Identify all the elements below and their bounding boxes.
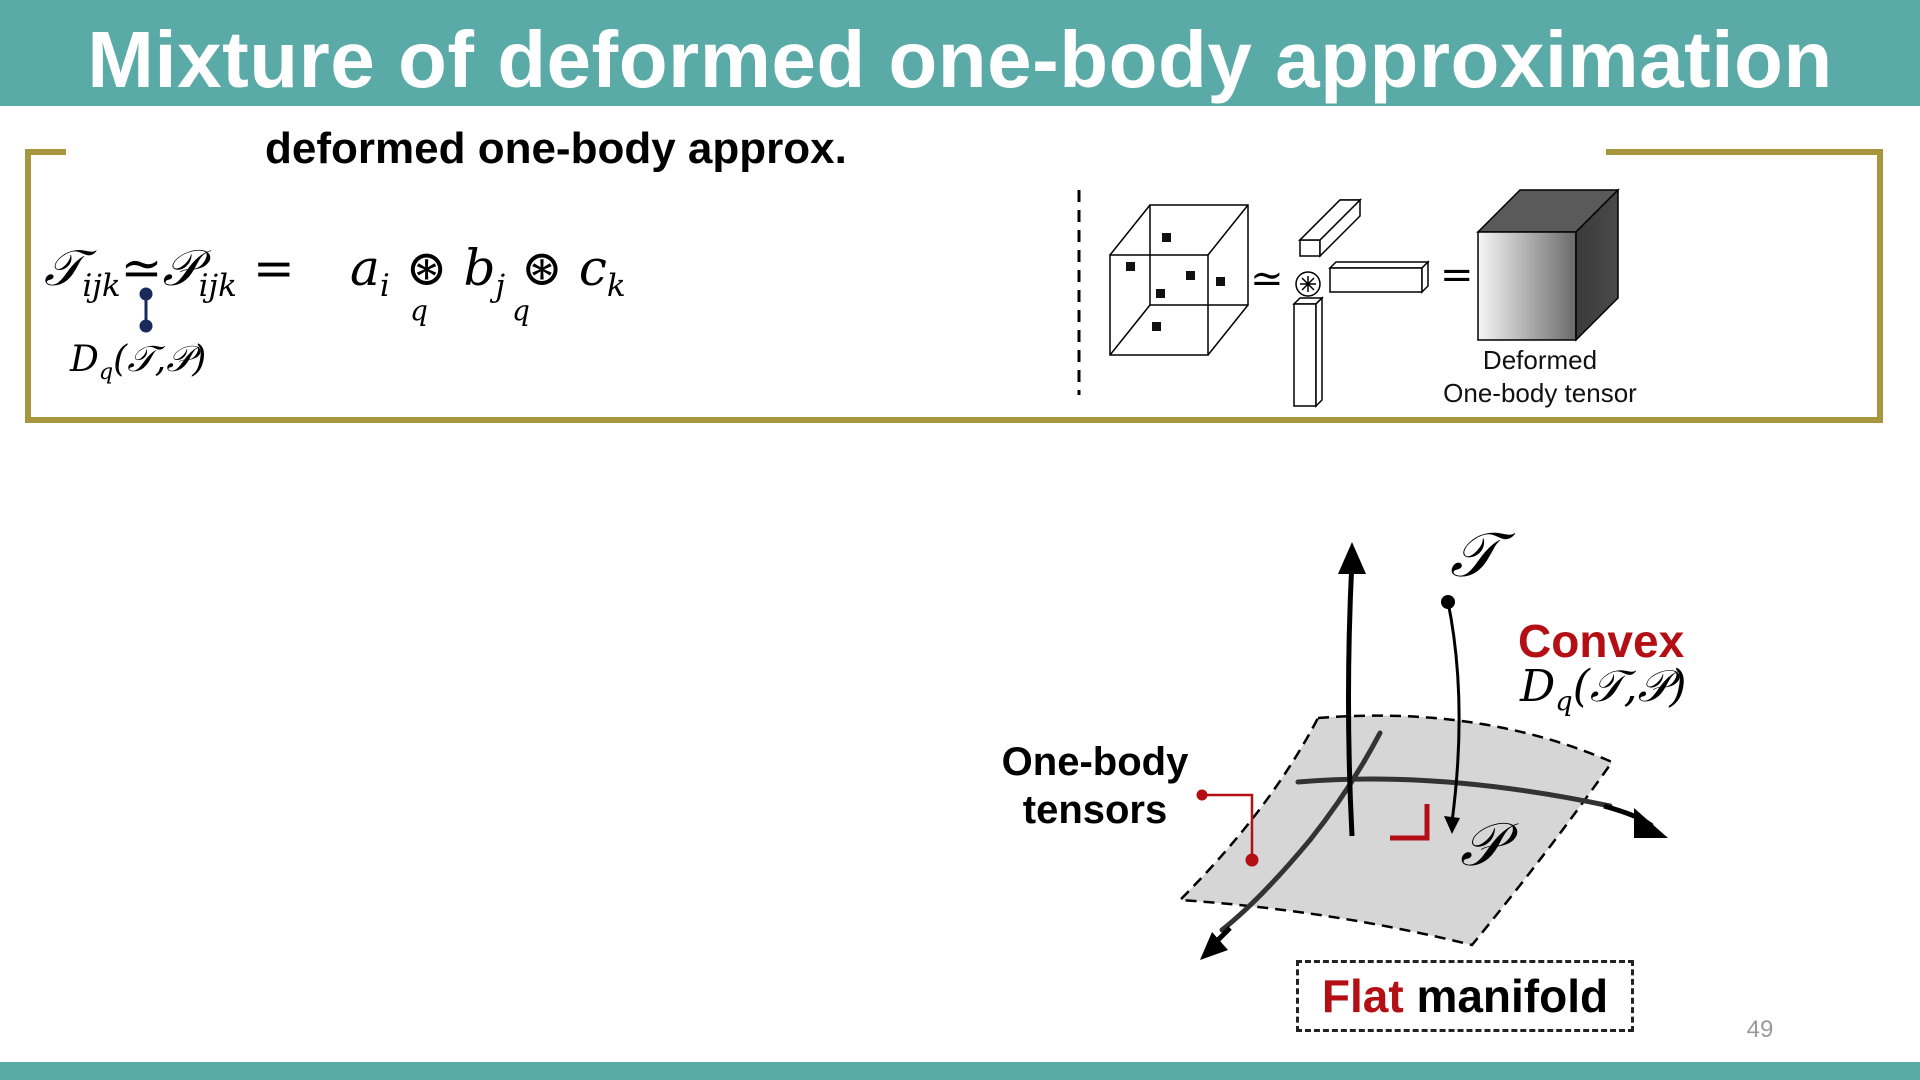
onebody-tensor-label: One-body tensor [1443,378,1637,408]
eq-op2-sub: q [512,294,530,327]
flat-manifold-box: Flat manifold [1296,960,1634,1032]
eq-tensor-sub: ijk [82,267,121,304]
fig-d-args: (𝒯,𝒫) [1572,661,1687,712]
diagram-op-symbol [1295,271,1321,297]
deformed-cube [1476,188,1620,342]
convex-label: Convex [1518,615,1685,667]
onebody-line1: One-body [1001,740,1189,784]
equation-rhs: ai ⊛ bj ⊛ ck [350,238,626,316]
slide-title: Mixture of deformed one-body approximati… [87,15,1833,104]
projection-p-label: 𝒫 [1460,810,1504,880]
eq-b: b [463,239,496,297]
factor-bar-top [1298,198,1362,258]
eq-op1: ⊛ [405,239,448,297]
eq-op1-sub: q [410,294,428,327]
bottom-bar [0,1062,1920,1080]
flat-manifold-surface [1177,714,1614,947]
arrow-right-head [1634,808,1668,838]
manifold-arrows [1200,542,1668,960]
eq-d: D [70,339,99,380]
eq-d-sub: q [98,358,114,385]
section-heading: deformed one-body approx. [265,124,847,173]
onebody-pointer [1196,789,1259,867]
eq-op2: ⊛ [521,239,563,297]
diagram-approx: ≃ [1250,256,1284,302]
factor-bar-right [1328,260,1430,294]
arrow-left-head [1200,932,1228,960]
eq-c-sub: k [606,267,626,304]
gold-frame [25,149,1883,423]
eq-approx: ≃ [120,239,163,297]
manifold-word: manifold [1416,970,1609,1022]
tensor-t-label: 𝒯 [1450,518,1498,591]
page-number: 49 [1746,1016,1774,1043]
manifold-curves [1219,730,1613,933]
eq-c: c [578,239,607,297]
divergence-marker [139,287,153,333]
diagram-equals: = [1440,252,1474,298]
fig-d: D [1520,661,1556,712]
divergence-label-top: Dq(𝒯,𝒫) [70,338,206,394]
wireframe-cube [1109,204,1249,356]
eq-tensor-symbol: 𝒯 [44,239,83,297]
eq-b-sub: j [495,267,506,304]
flat-word: Flat [1321,970,1404,1022]
onebody-tensors-label: One-body tensors [960,738,1230,834]
eq-a-sub: i [379,267,390,304]
eq-p-symbol: 𝒫 [162,239,199,297]
factor-bar-bottom [1292,296,1324,408]
eq-equals: = [252,239,295,297]
eq-a: a [350,239,380,297]
cube-dots [1126,233,1225,331]
eq-p-sub: ijk [198,267,237,304]
title-bar [0,0,1920,106]
arrow-up-head [1338,542,1366,574]
equation-lhs: 𝒯ijk≃𝒫ijk = [44,238,295,316]
divergence-label-figure: Dq(𝒯,𝒫) [1520,660,1687,730]
right-angle-marker [1390,804,1430,841]
onebody-line2: tensors [1022,788,1168,832]
projection-path [1441,595,1461,834]
deformed-label: Deformed [1482,345,1598,375]
fig-d-sub: q [1555,686,1573,718]
eq-d-args: (𝒯,𝒫) [113,339,207,380]
